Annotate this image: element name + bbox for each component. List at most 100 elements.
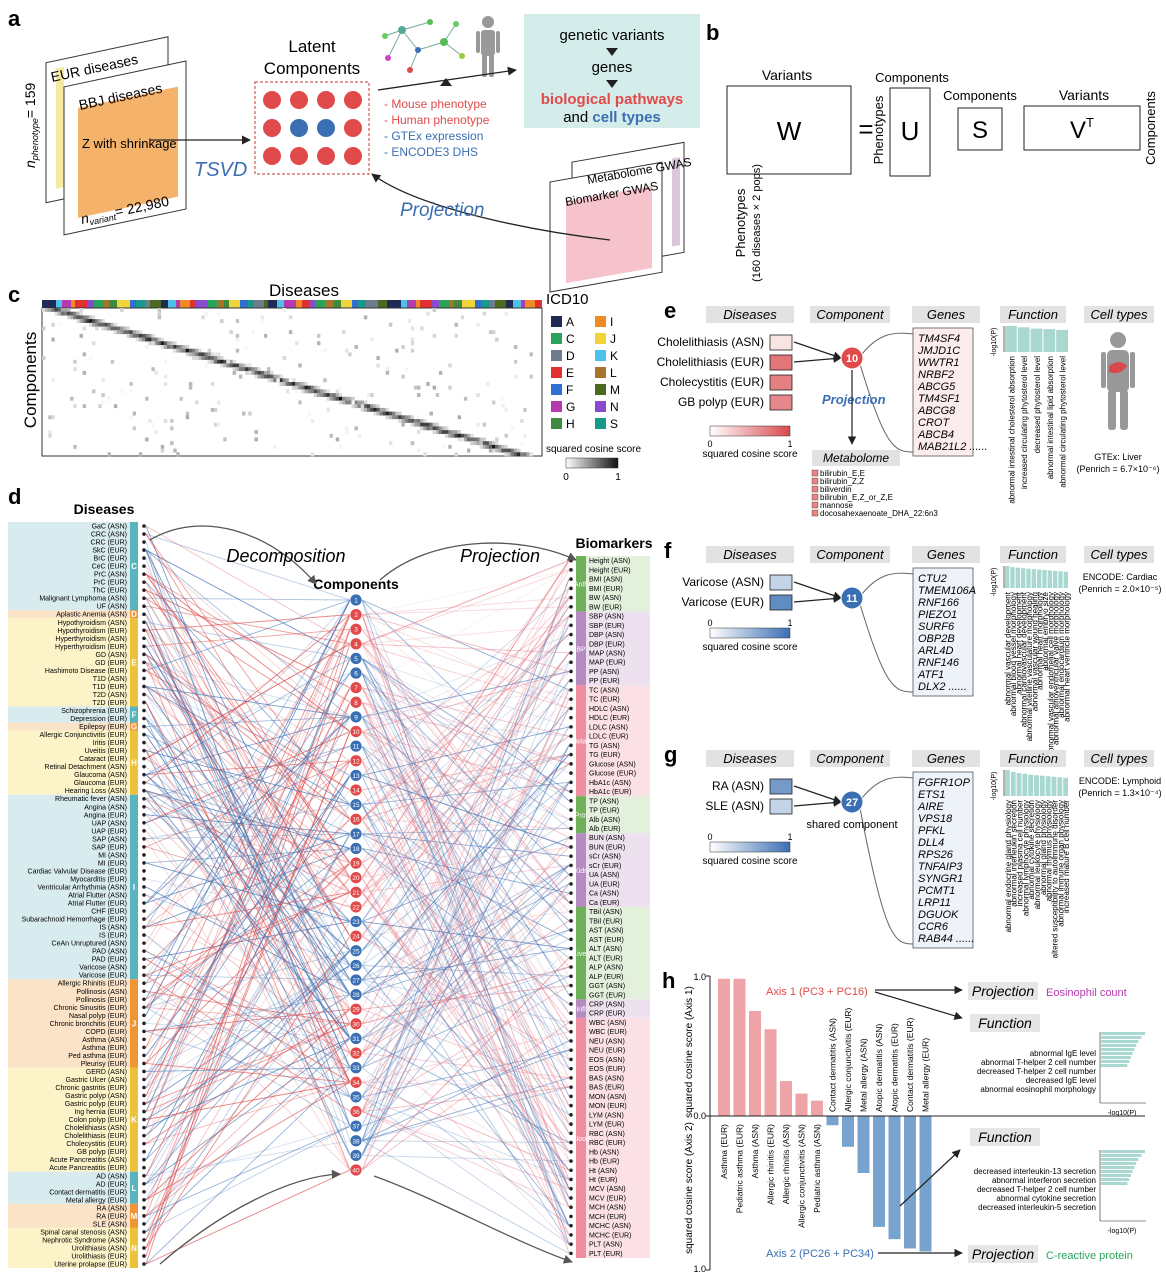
heatmap-cell [201,315,205,320]
icd-strip-segment [352,300,358,308]
component-node [349,842,363,855]
disease-label: ThC (EUR) [92,588,127,595]
equals-sign: = [858,114,873,144]
heatmap-cell [310,389,315,394]
metabolite-swatch [811,485,819,493]
projection-line [361,628,570,700]
icd-strip-segment [229,300,240,308]
h-fn-bar [1101,1044,1137,1047]
gene-label: AIRE [917,801,944,813]
decomposition-line [145,894,351,966]
heatmap-cell [363,400,368,405]
projection-line [361,774,570,848]
heatmap-cell [248,326,252,331]
heatmap-cell [507,452,512,457]
biomarker-dot [569,798,573,803]
heatmap-cell [438,426,443,431]
detail-header-box [1084,750,1154,767]
heatmap-cell [223,363,227,368]
decomposition-line [145,731,351,1241]
heatmap-cell [95,319,99,323]
heatmap-cell [420,426,424,431]
disease-dot [142,885,146,889]
icd-strip-segment [387,300,401,308]
panel-label-c: c [8,282,20,307]
detail-disease-swatch [769,334,793,351]
projection-line [361,597,570,1141]
disease-dot [142,933,146,937]
biomarker-label: BUN (ASN) [589,835,625,842]
heatmap-cell [482,311,487,316]
human-leg-icon [1108,390,1116,430]
heatmap-cell [51,378,55,383]
panel-label-b: b [706,20,719,45]
decomposition-line [145,549,351,1127]
disease-label: Varicose (ASN) [79,965,127,972]
component-node-label: 32 [352,1051,360,1058]
heatmap-cell [457,437,462,442]
function-bar [1063,777,1068,796]
heatmap-cell [429,422,433,427]
biomarker-label: HbA1c (ASN) [589,780,631,787]
biomarker-dot [569,641,573,646]
projection-line [361,760,570,1208]
latent-dot [263,147,281,165]
decomposition-line [145,935,351,1249]
heatmap-cell [329,393,333,397]
disease-dot [142,700,146,705]
disease-dot [142,1157,146,1162]
disease-group-band [8,618,130,707]
icd-strip-segment [42,300,56,308]
function-label: altered susceptibility to autoimmune dis… [1050,800,1059,959]
decomposition-line [145,597,351,732]
projection-line [361,597,570,616]
icd-strip-segment [454,300,462,308]
projection-line [361,1077,570,1083]
metabolite-swatch [811,469,819,477]
icd-strip-segment [117,300,130,308]
disease-label: Pollinosis (EUR) [76,997,127,1004]
decomposition-line [145,573,351,732]
heatmap-cell [60,308,65,312]
disease-dot [142,901,146,905]
gene-label: FGFR1OP [918,777,971,789]
biomarker-dot [569,595,573,600]
heatmap-cell [173,345,177,349]
biomarker-label: WBC (EUR) [589,1029,627,1036]
disease-label: Chronic gastritis (EUR) [55,1085,127,1092]
heatmap-cell [495,337,499,342]
disease-group-side [130,1227,138,1268]
heatmap-cell [388,441,393,446]
projection-line [361,877,570,1208]
disease-group-side [130,618,138,707]
detail-disease-swatch [769,798,793,815]
projection-line [361,979,570,1180]
heatmap-cell [363,315,368,320]
heatmap-cell [145,437,149,442]
disease-dot [142,1117,146,1122]
heatmap-cell [220,356,224,360]
heatmap-cell [423,419,427,423]
heatmap-cell [454,433,458,438]
icd-legend-label: H [566,417,575,431]
heatmap-cell [157,341,162,346]
component-node [349,769,363,782]
component-node [349,1061,363,1075]
projection-line [361,921,570,1245]
disease-dot [142,941,146,945]
projection-line [361,643,570,875]
h-category-label: Allergic rhinitis (ASN) [781,1124,791,1204]
disease-label: AD (EUR) [96,1181,127,1188]
icd-strip-segment [254,300,264,308]
icd-strip-segment [196,300,208,308]
heatmap-cell [76,311,80,316]
detail-header-label: Component [816,307,885,322]
disease-dot [142,1149,146,1154]
heatmap-cell [517,452,521,457]
gene-label: ETS1 [918,789,946,801]
disease-dot [142,644,146,649]
component-node [349,637,363,651]
heatmap-cell [345,400,349,405]
biomarker-dot [569,1131,573,1136]
biomarker-label: TG (EUR) [589,752,620,759]
